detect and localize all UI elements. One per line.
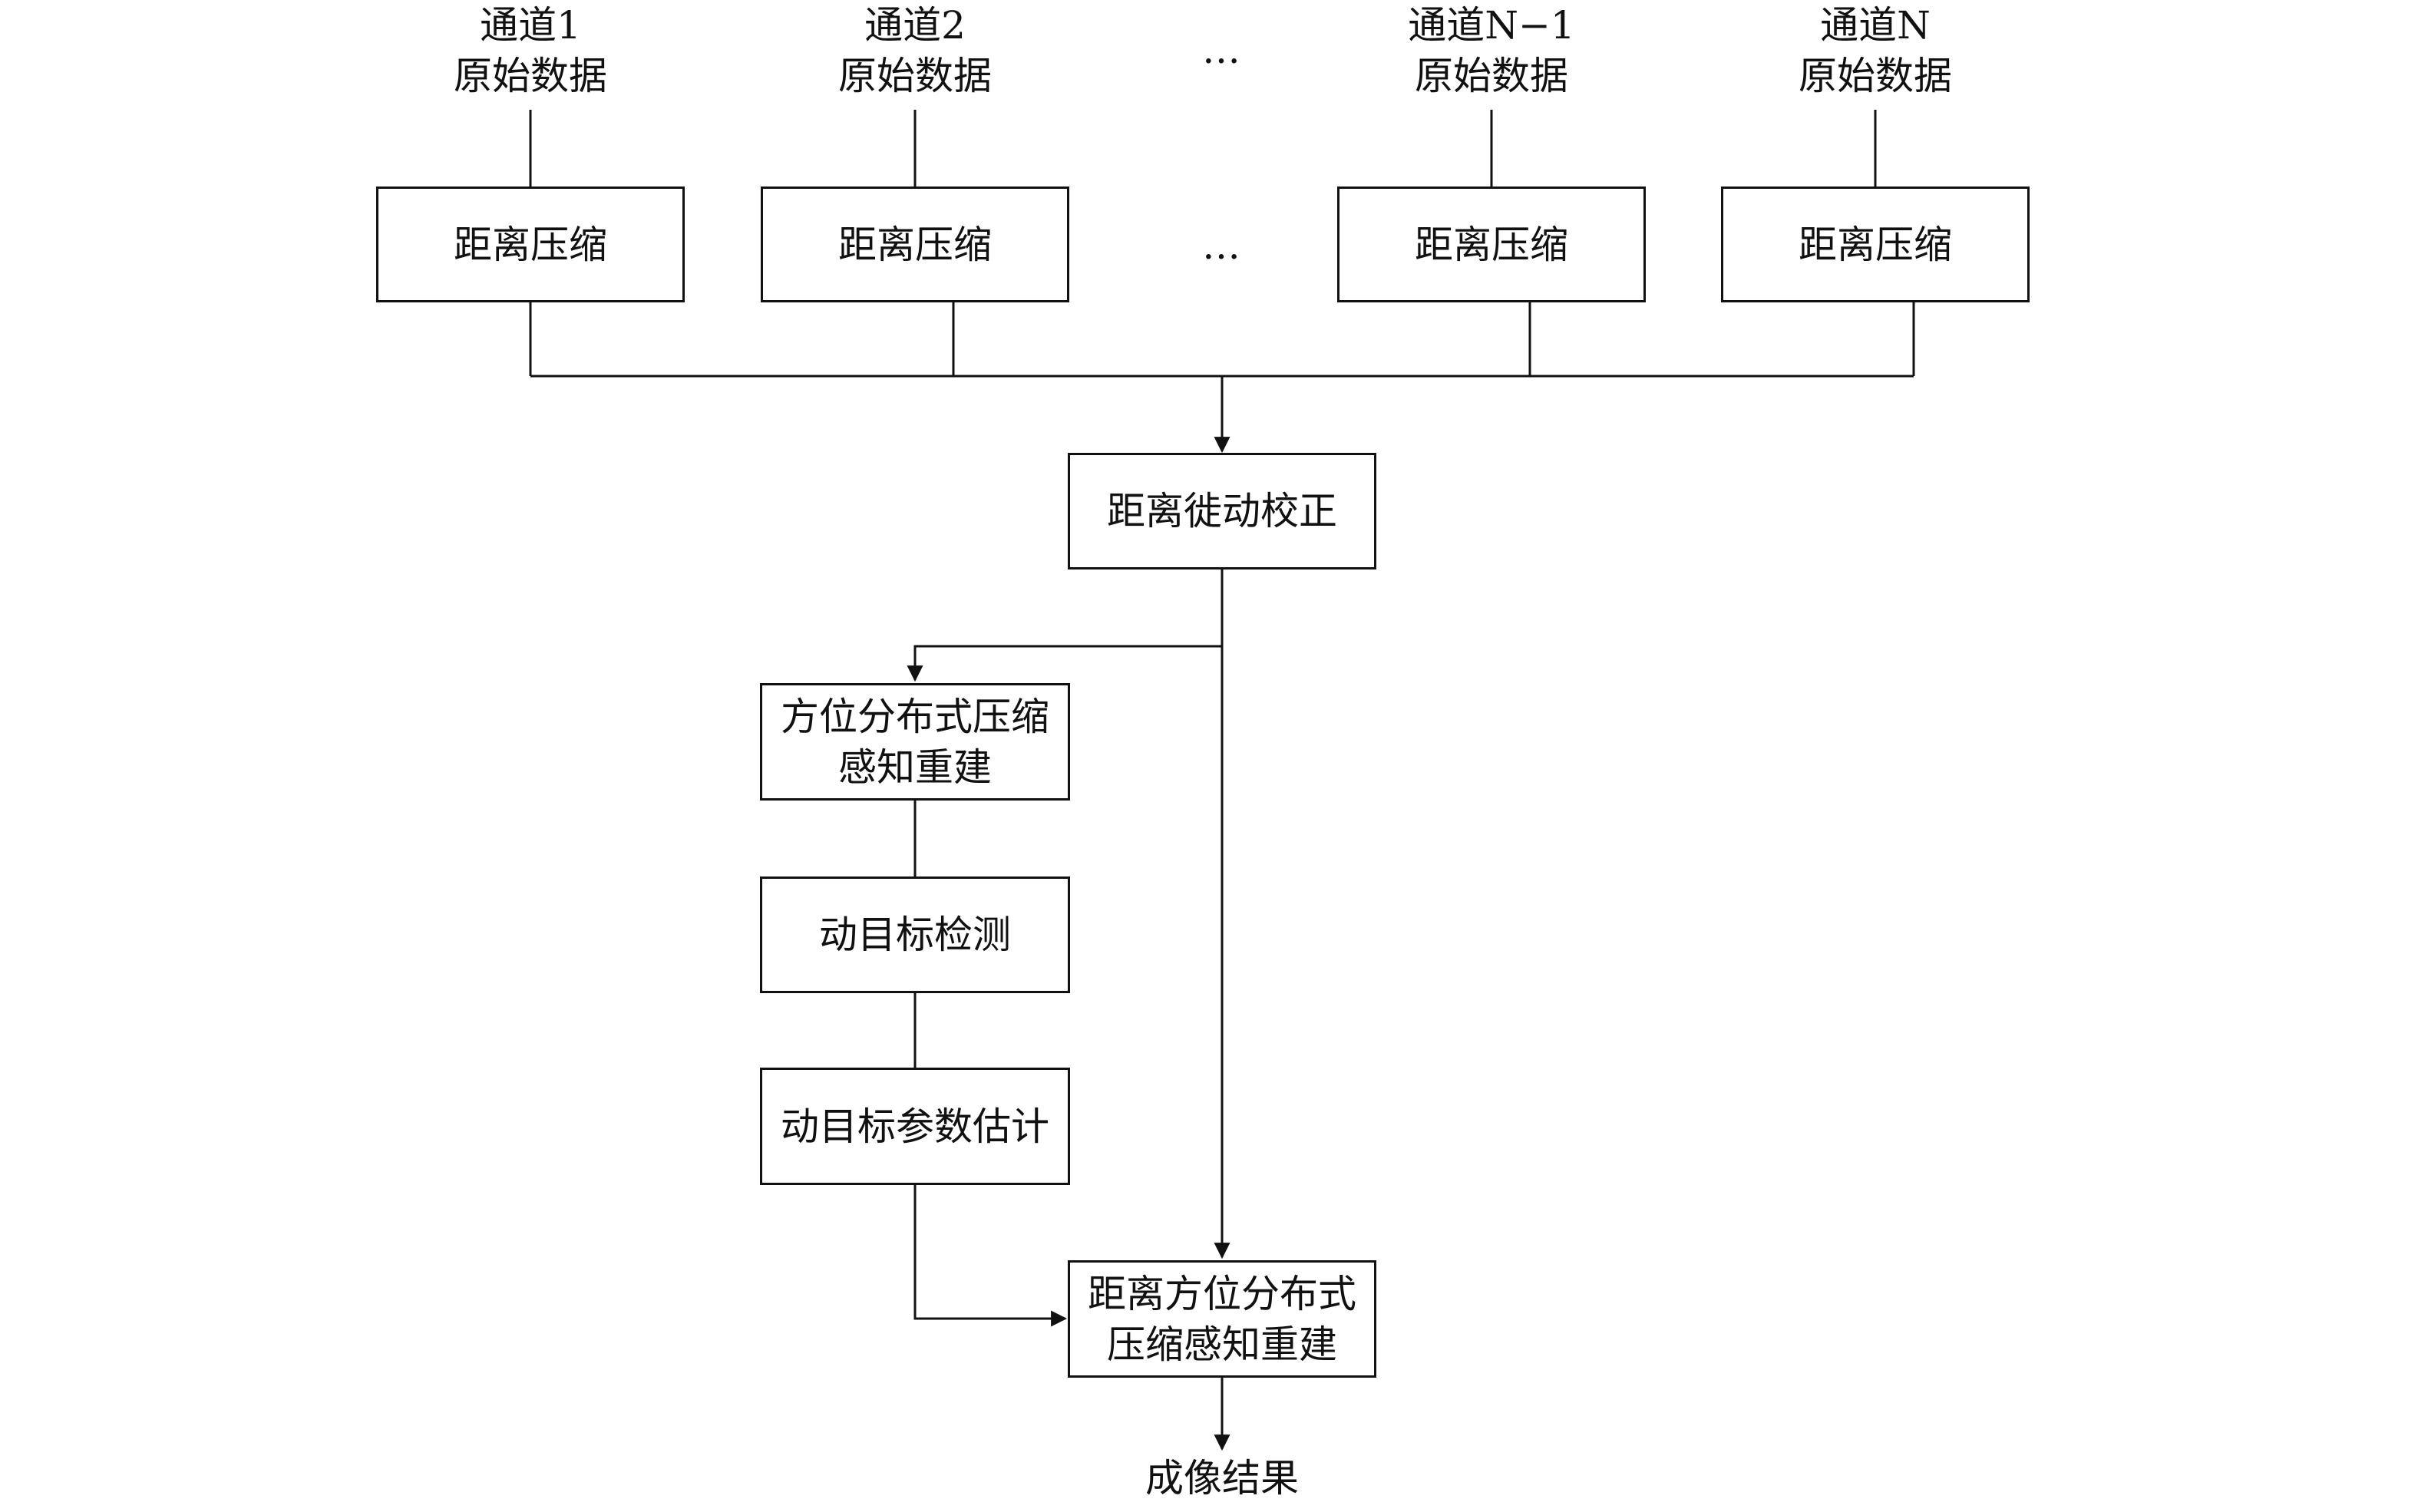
range-compress-box-3: 距离压缩 (1337, 187, 1646, 302)
input-channel-n-desc: 原始数据 (1799, 54, 1952, 98)
final-cs-box: 距离方位分布式 压缩感知重建 (1068, 1260, 1376, 1378)
range-compress-label-3: 距离压缩 (1415, 222, 1568, 267)
mt-detect-label: 动目标检测 (819, 913, 1011, 957)
ellipsis-range-compress: … (1202, 223, 1242, 268)
input-channel-n-name: 通道N (1820, 3, 1931, 48)
mt-param-box: 动目标参数估计 (760, 1068, 1070, 1185)
input-channel-2-desc: 原始数据 (838, 54, 992, 98)
connector-param-to-final (913, 1184, 1068, 1327)
input-channel-1-name: 通道1 (480, 3, 581, 48)
range-compress-label-4: 距离压缩 (1799, 222, 1952, 267)
azimuth-cs-label-line1: 方位分布式压缩 (781, 694, 1049, 739)
mt-param-label: 动目标参数估计 (781, 1104, 1049, 1149)
input-channel-n-minus-1: 通道N−1 原始数据 (1376, 0, 1607, 101)
input-channel-2: 通道2 原始数据 (800, 0, 1030, 101)
azimuth-cs-box: 方位分布式压缩 感知重建 (760, 683, 1070, 801)
range-compress-label-1: 距离压缩 (454, 222, 607, 267)
mt-detect-box: 动目标检测 (760, 876, 1070, 993)
output-label: 成像结果 (1145, 1456, 1299, 1500)
final-cs-label-line2: 压缩感知重建 (1107, 1322, 1337, 1367)
input-channel-1: 通道1 原始数据 (415, 0, 646, 101)
input-channel-n-minus-1-desc: 原始数据 (1415, 54, 1568, 98)
final-cs-label-line1: 距离方位分布式 (1088, 1271, 1356, 1316)
input-channel-1-desc: 原始数据 (454, 54, 607, 98)
ellipsis-inputs: … (1202, 28, 1242, 72)
input-channel-n-minus-1-name: 通道N−1 (1408, 3, 1575, 48)
rcmc-label: 距离徙动校正 (1107, 489, 1337, 533)
connector-rcmc-to-azimuth (907, 569, 1224, 682)
range-compress-label-2: 距离压缩 (838, 222, 992, 267)
range-compress-box-4: 距离压缩 (1721, 187, 2030, 302)
rcmc-box: 距离徙动校正 (1068, 453, 1376, 569)
input-channel-2-name: 通道2 (864, 3, 966, 48)
input-channel-n: 通道N 原始数据 (1760, 0, 1990, 101)
range-compress-box-2: 距离压缩 (761, 187, 1069, 302)
range-compress-box-1: 距离压缩 (376, 187, 685, 302)
azimuth-cs-label-line2: 感知重建 (838, 744, 992, 790)
